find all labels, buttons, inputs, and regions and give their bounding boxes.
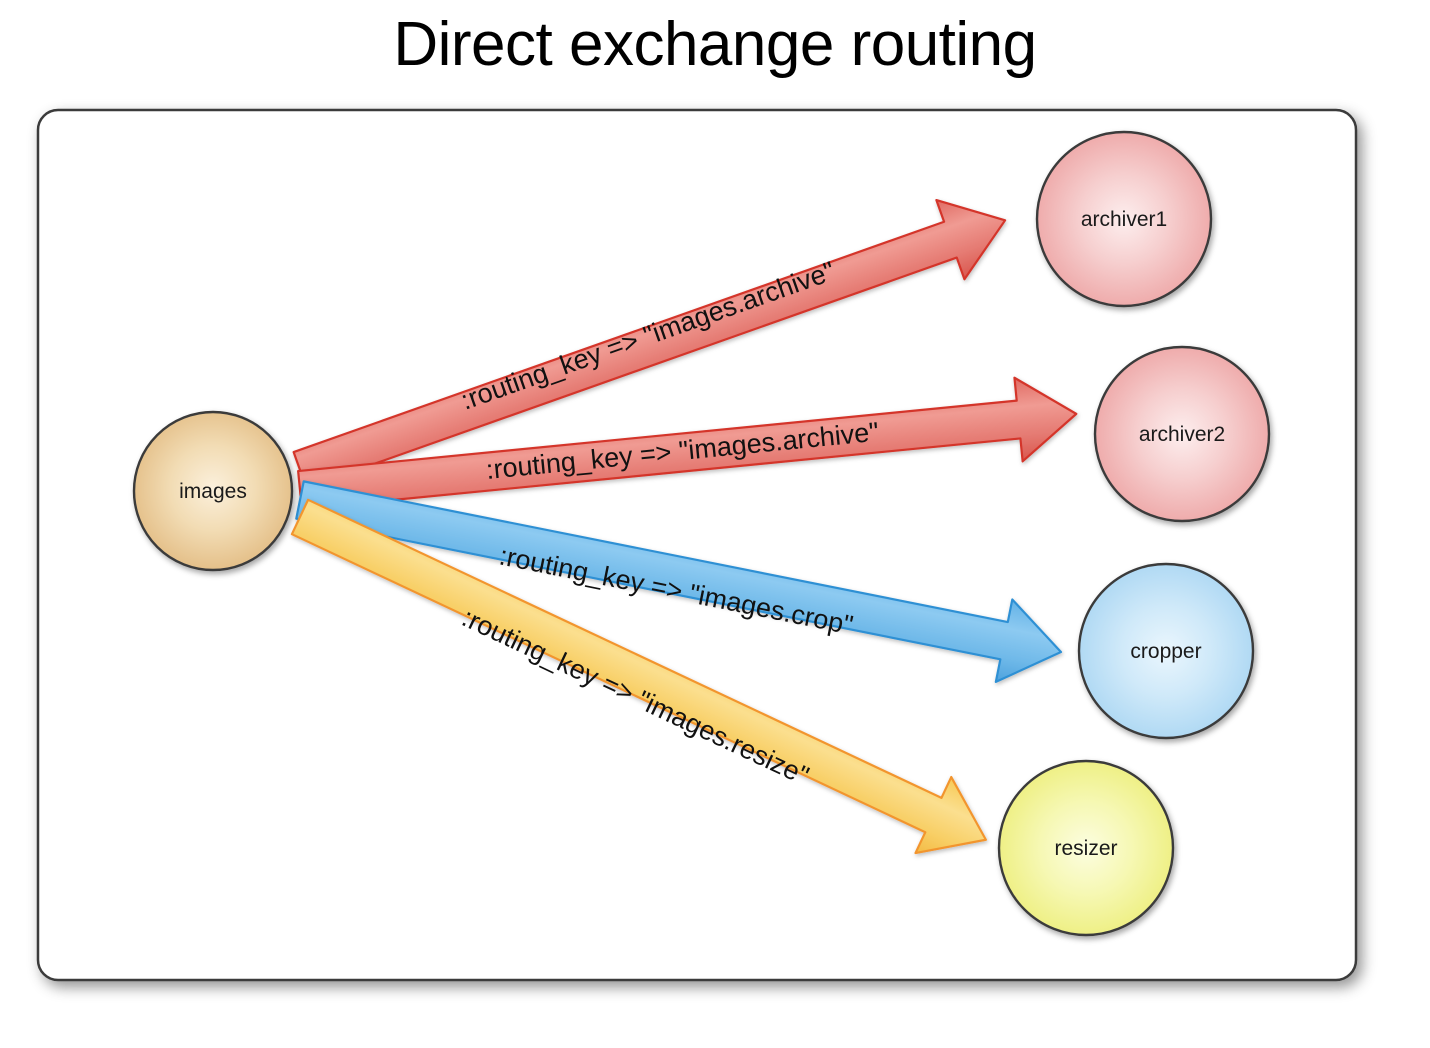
edge-cropper-arrow (295, 480, 1063, 683)
node-cropper-circle (1077, 562, 1255, 740)
edge-resizer-arrow (290, 498, 987, 855)
diagram-frame (36, 108, 1358, 982)
frame-rect (36, 108, 1358, 982)
node-archiver1-circle (1035, 130, 1213, 308)
node-archiver1[interactable]: archiver1 (1035, 130, 1213, 308)
edge-archiver2-arrow (297, 376, 1078, 511)
edge-archiver1-arrow (292, 198, 1007, 490)
node-resizer-circle (997, 759, 1175, 937)
node-images-label: images (179, 480, 247, 503)
edge-resizer[interactable] (282, 479, 1004, 878)
node-images[interactable]: images (132, 410, 294, 572)
edge-cropper[interactable] (292, 459, 1069, 693)
node-images-circle (132, 410, 294, 572)
page-title: Direct exchange routing (393, 10, 1037, 79)
node-archiver2-label: archiver2 (1139, 423, 1225, 446)
node-cropper-label: cropper (1130, 640, 1201, 663)
node-archiver2-circle (1093, 345, 1271, 523)
edge-archiver1[interactable] (286, 181, 1019, 510)
node-resizer[interactable]: resizer (997, 759, 1175, 937)
node-resizer-label: resizer (1054, 837, 1117, 860)
node-archiver2[interactable]: archiver2 (1093, 345, 1271, 523)
node-archiver1-label: archiver1 (1081, 208, 1167, 231)
node-cropper[interactable]: cropper (1077, 562, 1255, 740)
edge-archiver2[interactable] (296, 372, 1080, 532)
